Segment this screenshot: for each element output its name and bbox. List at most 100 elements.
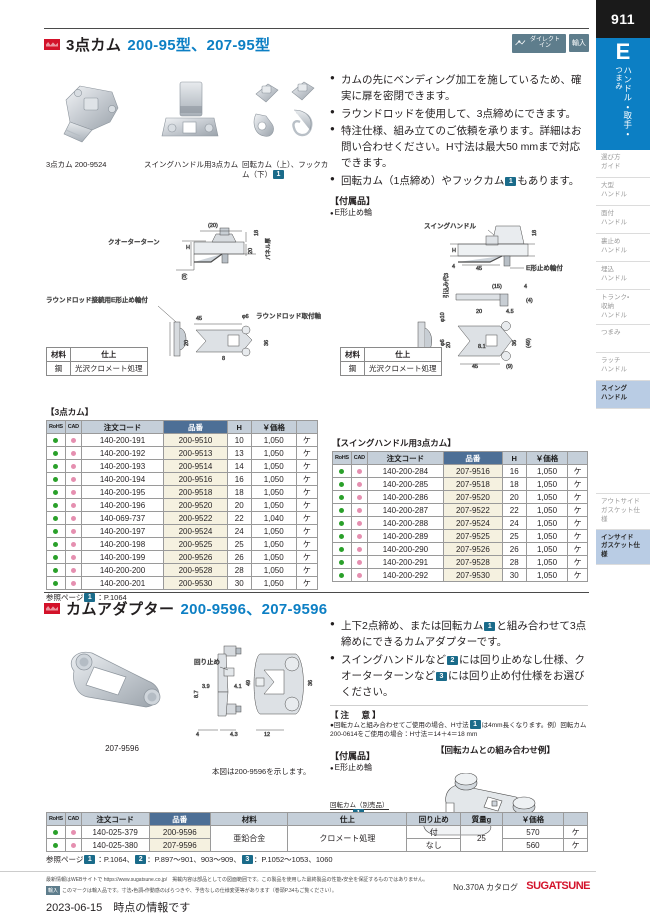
cell-order-code: 140-200-193 [80, 459, 165, 473]
sugatsune-logo-icon-2 [44, 602, 60, 614]
cell-cad [64, 524, 82, 538]
rohs-dot [53, 580, 59, 586]
dim2-45b: 4.5 [506, 309, 514, 315]
direct-in-label-1: ダイレクト [529, 37, 560, 43]
drawing-svg-2: スイングハンドル 18 H 4 45 E形止め輪付 引込み代3 (15) [417, 221, 564, 370]
section-title-model: 200-95型、207-95型 [127, 36, 271, 54]
sidebar-item-label: 大型 [601, 182, 614, 189]
dim-H: H [186, 245, 190, 251]
dim2-49: (49) [526, 338, 532, 348]
cell-order-code: 140-200-191 [80, 433, 165, 447]
dim-20b: 20 [248, 248, 254, 254]
cell-unit: ケ [295, 524, 319, 538]
cell-cad [64, 433, 82, 447]
cell-cad [350, 516, 368, 530]
cell-rohs [46, 433, 66, 447]
cell-unit: ケ [295, 446, 319, 460]
dim2-H: H [452, 248, 456, 254]
sidebar-item-7[interactable]: ラッチハンドル [596, 353, 650, 382]
footer-catalog-number: No.370A カタログ [453, 883, 518, 892]
section-2-title-ja: カムアダプター [66, 600, 175, 618]
rohs-dot [53, 541, 59, 547]
sidebar-item-1[interactable]: 大型ハンドル [596, 178, 650, 206]
sidebar-item-label: トランク・ [601, 294, 630, 301]
sidebar-item-6[interactable]: つまみ [596, 325, 650, 354]
technical-drawing-3: 回り止め 3.9 4.1 8.7 4 4.3 49 36 12 [188, 640, 336, 777]
cell-price: 1,050 [525, 568, 569, 582]
cell-unit: ケ [295, 459, 319, 473]
cell-rohs [46, 838, 66, 852]
cell-unit: ケ [295, 550, 319, 564]
sidebar-item-label: ハンドル [601, 246, 627, 254]
cell-cad [350, 529, 368, 543]
bullet-text-a: スイングハンドルなど [341, 653, 446, 666]
cell-price: 1,050 [250, 433, 297, 447]
col-header-5: ￥価格 [250, 420, 297, 434]
material-table-2: 材料 仕上 鋼 光沢クロメート処理 [340, 347, 442, 376]
accessory-example-row: 【付属品】 E形止め輪 【回転カムとの組み合わせ例】 [330, 744, 588, 773]
rohs-dot [339, 520, 345, 526]
bullet-chip: 1 [505, 176, 517, 186]
sidebar-item-8[interactable]: スイングハンドル [596, 381, 650, 410]
sidebar-item-5[interactable]: トランク・収納ハンドル [596, 290, 650, 326]
cad-dot [70, 528, 76, 534]
sidebar-item-2[interactable]: 面付ハンドル [596, 206, 650, 234]
col-header-4: H [226, 420, 252, 434]
cell-unit: ケ [567, 568, 588, 582]
sidebar-item-label: 選び方 [601, 154, 621, 161]
sidebar-item-label: ガスケット仕様 [601, 507, 640, 523]
dim3-43: 4.3 [230, 732, 238, 738]
cad-dot [356, 546, 362, 552]
col-header-5: 仕上 [287, 812, 408, 826]
cell-price: 1,050 [525, 555, 569, 569]
sugatsune-logo-icon [44, 38, 60, 50]
table-1-caption: 【3点カム】 [46, 407, 94, 417]
cell-cad [64, 485, 82, 499]
sidebar-tab-E[interactable]: E つまみ ハンドル・取手・ [596, 38, 650, 150]
sidebar-item-0[interactable]: 選び方ガイド [596, 150, 650, 178]
cell-price: 1,050 [525, 490, 569, 504]
col-header-7: 質量g [460, 812, 503, 826]
col-header-1: CAD [350, 451, 368, 465]
col-header-2: 注文コード [80, 812, 150, 826]
cell-order-code: 140-200-290 [366, 542, 445, 556]
cell-price: 1,050 [250, 524, 297, 538]
cell-h: 24 [226, 524, 252, 538]
sidebar-item-4[interactable]: 埋込ハンドル [596, 262, 650, 290]
cell-hinban: 207-9526 [443, 542, 503, 556]
cell-rohs [46, 459, 66, 473]
sidebar-item-3[interactable]: 裏止めハンドル [596, 234, 650, 262]
col-header-0: RoHS [332, 451, 352, 465]
sidebar-item-9[interactable]: アウトサイドガスケット仕様 [596, 494, 650, 530]
sidebar-item-10[interactable]: インサイドガスケット仕様 [596, 529, 650, 565]
section-title-ja: 3点カム [66, 36, 122, 54]
